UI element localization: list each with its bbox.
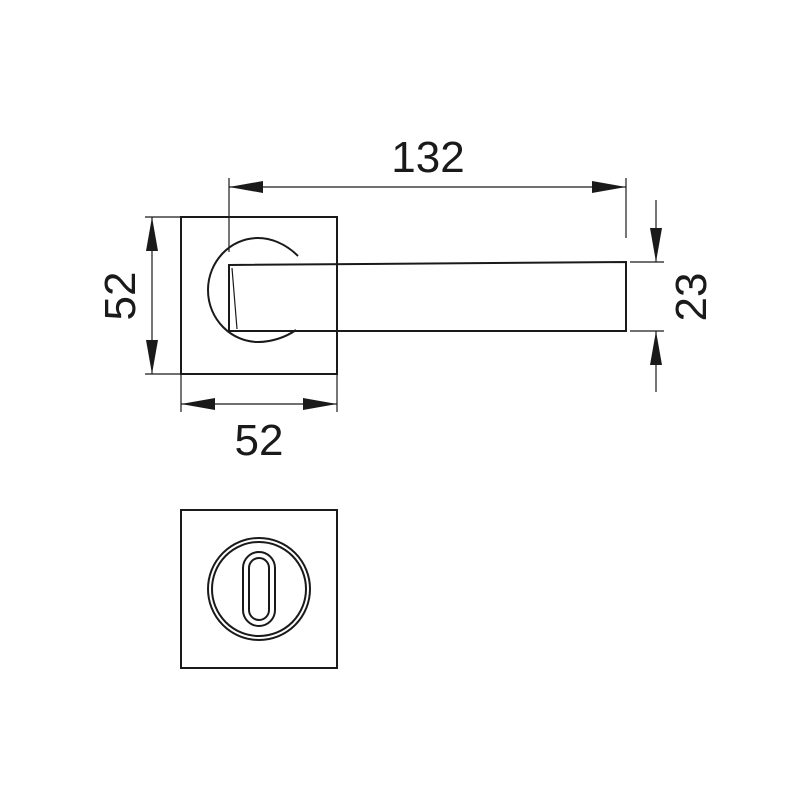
- keyhole-inner: [248, 557, 270, 621]
- arrowhead-right: [303, 398, 337, 410]
- lever-length-label: 132: [391, 133, 464, 182]
- arrowhead-bottom: [650, 331, 662, 365]
- arrowhead-bottom: [146, 340, 158, 374]
- arrowhead-left: [181, 398, 215, 410]
- lever-bar: [228, 260, 627, 332]
- arrowhead-right: [592, 181, 626, 193]
- rose-height-label: 52: [96, 272, 145, 321]
- lever-bar-end-edge: [231, 267, 238, 330]
- dimension-rose-width: 52: [180, 374, 338, 465]
- arrowhead-left: [229, 181, 263, 193]
- arrowhead-top: [146, 217, 158, 251]
- round-neck: [206, 236, 299, 344]
- lever-handle-view: [180, 216, 627, 375]
- dimension-rose-height: 52: [96, 216, 181, 375]
- arrowhead-top: [650, 228, 662, 262]
- keyhole-outer: [242, 551, 276, 627]
- escutcheon-view: [180, 509, 338, 669]
- escutcheon-ring-inner: [211, 541, 307, 637]
- square-rose: [180, 216, 338, 375]
- rose-width-label: 52: [235, 416, 284, 465]
- escutcheon-ring-outer: [207, 537, 311, 641]
- dimension-lever-length: 132: [228, 133, 627, 252]
- dimension-lever-height: 23: [630, 200, 716, 392]
- lever-height-label: 23: [667, 273, 716, 322]
- square-escutcheon: [180, 509, 338, 669]
